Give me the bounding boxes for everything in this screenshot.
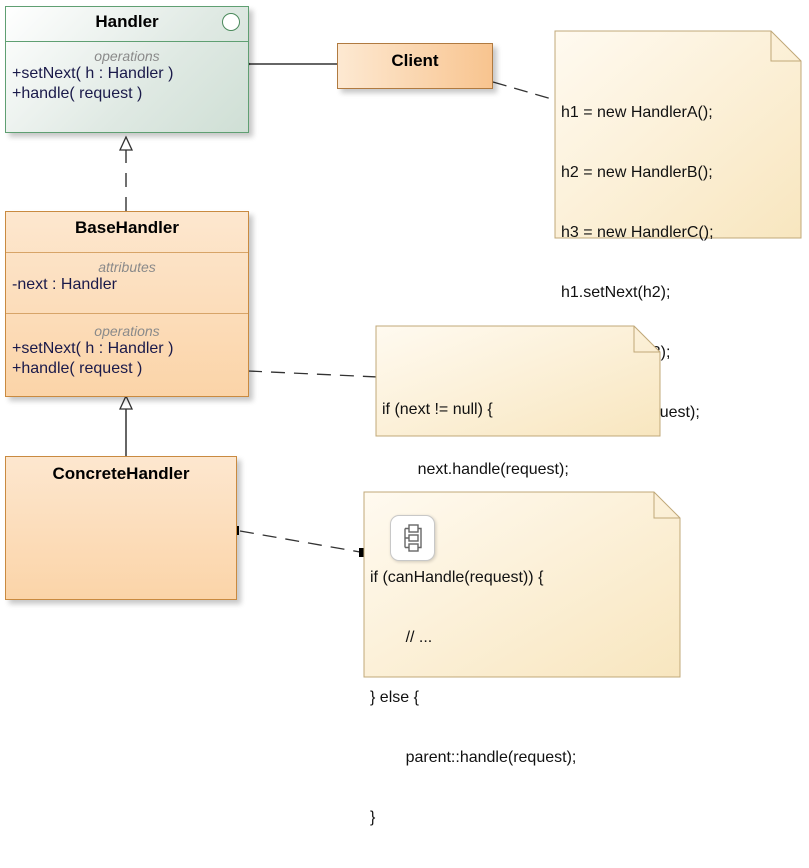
client-title: Client <box>391 51 439 70</box>
basehandler-operation-setnext[interactable]: +setNext( h : Handler ) <box>12 340 174 357</box>
basehandler-operations-caption: operations <box>94 323 160 339</box>
basehandler-note-text: if (next != null) { next.handle(request)… <box>382 360 569 580</box>
client-note-line: h3 = new HandlerC(); <box>561 224 714 241</box>
basehandler-attribute-next[interactable]: -next : Handler <box>12 276 117 293</box>
client-class[interactable]: Client <box>337 43 493 89</box>
handler-operations-caption: operations <box>94 48 160 64</box>
handler-title: Handler <box>95 12 159 31</box>
concretehandler-note-line: parent::handle(request); <box>370 749 577 766</box>
client-note[interactable]: h1 = new HandlerA(); h2 = new HandlerB()… <box>554 30 802 421</box>
basehandler-note-shape <box>375 325 661 437</box>
concretehandler-note-shape <box>363 491 681 678</box>
client-note-line: h1 = new HandlerA(); <box>561 104 713 121</box>
component-icon-glyph <box>403 524 422 552</box>
concretehandler-class[interactable]: ConcreteHandler <box>5 456 237 600</box>
basehandler-note[interactable]: if (next != null) { next.handle(request)… <box>375 325 661 538</box>
basehandler-operations-section: operations +setNext( h : Handler ) +hand… <box>6 313 248 379</box>
basehandler-title: BaseHandler <box>75 218 179 237</box>
client-note-shape <box>554 30 802 239</box>
concretehandler-note-line: } <box>370 809 376 826</box>
concretehandler-note-line: if (canHandle(request)) { <box>370 569 544 586</box>
client-note-line: h2 = new HandlerB(); <box>561 164 713 181</box>
handler-operations-section: operations +setNext( h : Handler ) +hand… <box>6 41 248 104</box>
basehandler-attributes-caption: attributes <box>98 259 156 275</box>
concretehandler-note-line: } else { <box>370 689 419 706</box>
client-note-anchor[interactable] <box>492 81 556 101</box>
component-icon[interactable] <box>390 515 435 561</box>
handler-operation-setnext[interactable]: +setNext( h : Handler ) <box>12 65 174 82</box>
handler-operation-handle[interactable]: +handle( request ) <box>12 85 143 102</box>
basehandler-attributes-section: attributes -next : Handler <box>6 252 248 313</box>
basehandler-class[interactable]: BaseHandler attributes -next : Handler o… <box>5 211 249 397</box>
handler-class[interactable]: Handler operations +setNext( h : Handler… <box>5 6 249 133</box>
circle-icon <box>222 13 240 31</box>
concretehandler-title: ConcreteHandler <box>52 464 190 483</box>
basehandler-operation-handle[interactable]: +handle( request ) <box>12 360 143 377</box>
basehandler-note-line: if (next != null) { <box>382 401 493 418</box>
generalization-arrowhead <box>118 394 134 410</box>
client-note-line: h1.setNext(h2); <box>561 284 671 301</box>
concretehandler-note-line: // ... <box>370 629 433 646</box>
realization-arrowhead <box>118 135 134 151</box>
basehandler-note-line: next.handle(request); <box>382 461 569 478</box>
basehandler-note-anchor[interactable] <box>247 370 379 378</box>
concretehandler-note-text: if (canHandle(request)) { // ... } else … <box>370 528 576 868</box>
concretehandler-note-anchor[interactable] <box>239 530 361 553</box>
